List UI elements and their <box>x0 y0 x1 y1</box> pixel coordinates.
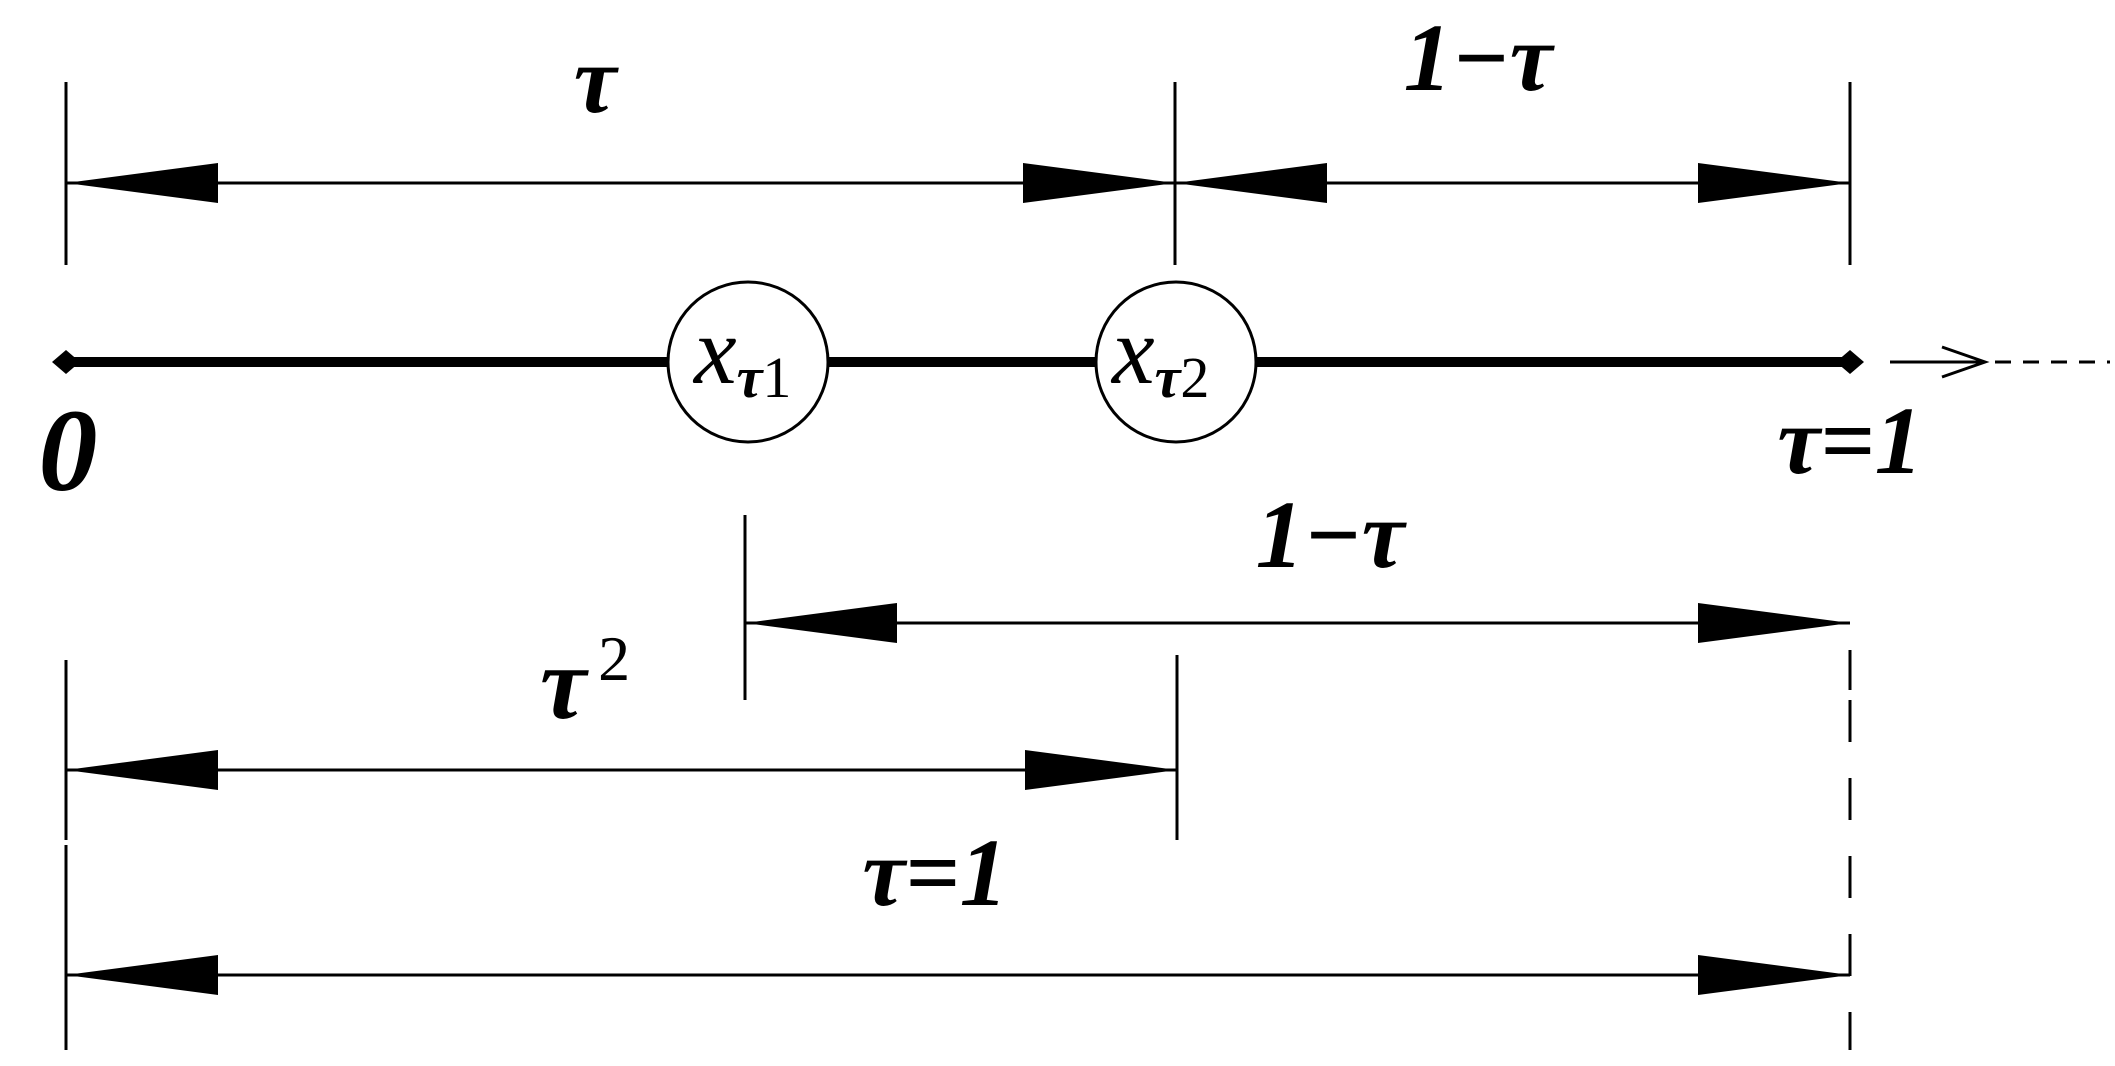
bottom-dimension-row <box>64 700 1852 1050</box>
arrowhead-left <box>1175 163 1327 203</box>
bottom-arrowheads <box>66 955 1850 995</box>
top-dimension-row <box>64 82 1852 265</box>
node-x-tau-2: xτ2 <box>1094 280 1258 444</box>
dimension-label-tau: τ <box>574 26 620 133</box>
node-subscript-greek: τ <box>1155 345 1183 410</box>
origin-label: 0 <box>39 385 98 516</box>
node-variable: x <box>692 297 737 404</box>
node-subscript-number: 2 <box>1180 345 1209 410</box>
arrowhead-left <box>66 750 218 790</box>
tau-squared-dimension-row <box>64 655 1179 840</box>
node-label: xτ1 <box>692 297 791 410</box>
arrowhead-right <box>1698 955 1850 995</box>
node-variable: x <box>1110 297 1155 404</box>
dimension-label-one-minus-tau-mid: 1−τ <box>1256 481 1408 588</box>
origin-point-marker <box>52 350 80 374</box>
arrowhead-left <box>66 163 218 203</box>
arrowhead-right <box>1025 750 1177 790</box>
node-label: xτ2 <box>1110 297 1209 410</box>
node-subscript-greek: τ <box>737 345 765 410</box>
arrowhead-left <box>745 603 897 643</box>
tau-squared-exponent: 2 <box>598 623 630 694</box>
tau-squared-arrowheads <box>66 750 1177 790</box>
axis-arrow-head <box>1941 345 1990 379</box>
top-arrowheads <box>66 163 1850 203</box>
node-subscript-number: 1 <box>762 345 791 410</box>
tau-squared-base: τ <box>540 626 589 741</box>
dimension-label-one-minus-tau-top: 1−τ <box>1404 4 1556 111</box>
end-point-marker <box>1836 350 1864 374</box>
dimension-label-tau-one: τ=1 <box>862 819 1007 926</box>
node-circle <box>1094 280 1258 444</box>
arrowhead-right <box>1698 163 1850 203</box>
middle-dimension-row <box>743 515 1852 700</box>
arrowhead-left <box>66 955 218 995</box>
arrowhead-right <box>1023 163 1175 203</box>
node-circle <box>666 280 830 444</box>
node-x-tau-1: xτ1 <box>666 280 830 444</box>
axis-continuation <box>1890 345 2110 379</box>
end-label: τ=1 <box>1777 387 1922 494</box>
middle-arrowheads <box>745 603 1850 643</box>
arrowhead-right <box>1698 603 1850 643</box>
